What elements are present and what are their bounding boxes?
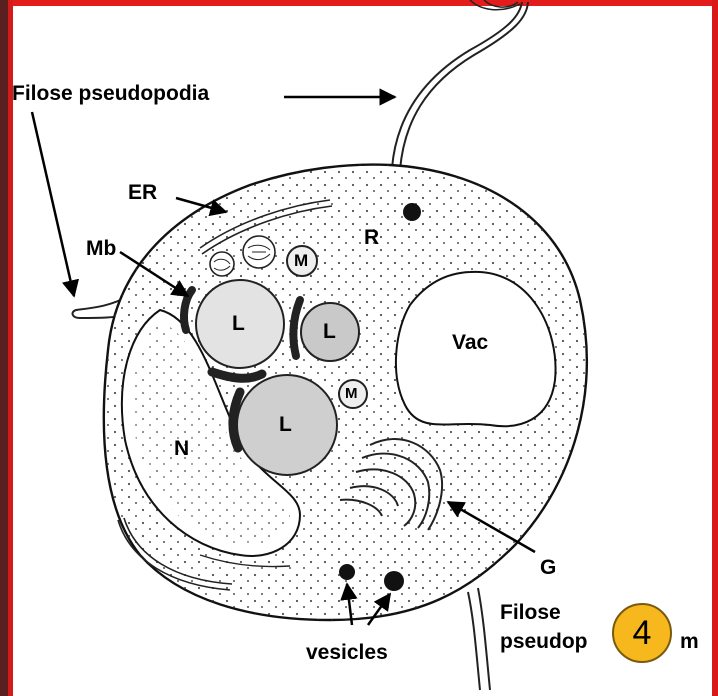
label-m-2: M <box>345 385 358 402</box>
label-l-1: L <box>232 312 245 336</box>
slide-number-badge: 4 <box>612 603 672 663</box>
label-filose-bottom-line1: Filose <box>500 601 561 625</box>
label-g: G <box>540 556 556 580</box>
label-filose-bottom-line2: pseudop <box>500 630 588 654</box>
label-vac: Vac <box>452 331 488 355</box>
mitochondrion-1 <box>210 252 234 276</box>
dense-granule <box>403 203 421 221</box>
label-filose-bottom-line2-end: m <box>680 630 699 654</box>
label-l-2: L <box>323 320 336 344</box>
label-l-3: L <box>279 413 292 437</box>
vesicle-1 <box>339 564 355 580</box>
label-vesicles: vesicles <box>306 641 388 665</box>
label-filose-pseudopodia-top: Filose pseudopodia <box>12 82 209 106</box>
label-n: N <box>174 437 189 461</box>
label-r: R <box>364 226 379 250</box>
vesicle-2 <box>384 571 404 591</box>
label-er: ER <box>128 181 157 205</box>
pseudopodium-bottom <box>468 592 480 690</box>
pseudopodium-top <box>392 2 522 168</box>
label-mb: Mb <box>86 237 116 261</box>
label-m-1: M <box>294 251 308 271</box>
